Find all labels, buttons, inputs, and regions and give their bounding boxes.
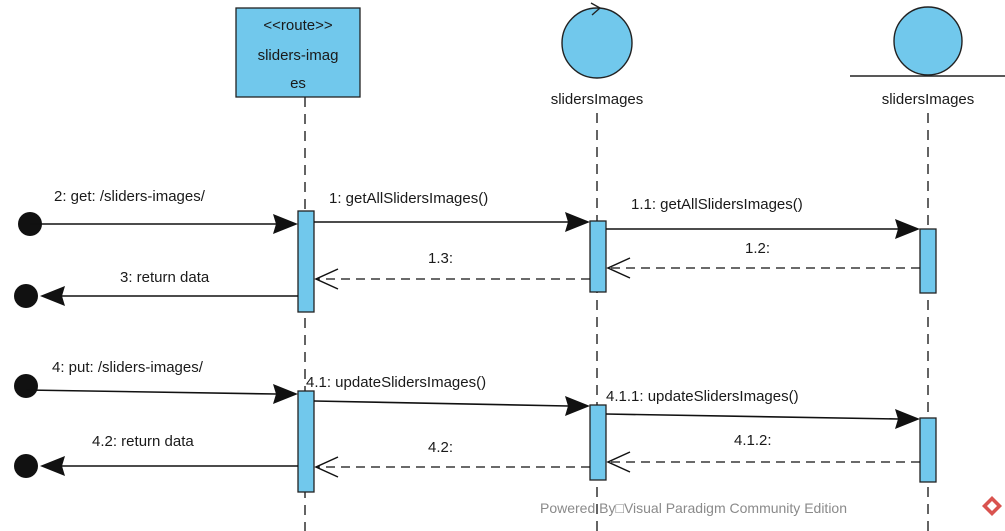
visual-paradigm-logo-icon (982, 496, 1002, 516)
control-name: slidersImages (551, 91, 644, 108)
message-4-put[interactable] (14, 374, 298, 404)
message-3-return[interactable] (14, 284, 298, 308)
activation-entity-2[interactable] (919, 417, 937, 483)
watermark-text: Powered By□Visual Paradigm Community Edi… (540, 500, 847, 516)
message-4-1-1[interactable] (605, 409, 920, 429)
route-name-line2: es (290, 75, 306, 92)
route-class-box[interactable]: <<route>> sliders-imag es (235, 7, 361, 98)
route-name-line1: sliders-imag (258, 47, 339, 64)
message-1-label: 1: getAllSlidersImages() (329, 190, 488, 207)
message-4-1[interactable] (313, 396, 590, 416)
activation-controller-2[interactable] (589, 404, 607, 481)
message-1-1[interactable] (606, 219, 920, 239)
activation-route-2[interactable] (297, 390, 315, 493)
message-3-label: 3: return data (120, 269, 210, 286)
message-4-2-return-data[interactable] (14, 454, 298, 478)
control-icon[interactable] (561, 2, 633, 79)
message-4-2-label: 4.2: (428, 439, 453, 456)
message-4-2-return-data-label: 4.2: return data (92, 433, 194, 450)
activation-entity-1[interactable] (919, 228, 937, 294)
message-4-1-label: 4.1: updateSlidersImages() (306, 374, 486, 391)
entity-icon[interactable] (850, 6, 1005, 77)
message-4-1-2-label: 4.1.2: (734, 432, 772, 449)
message-1-1-label: 1.1: getAllSlidersImages() (631, 196, 803, 213)
message-4-1-1-label: 4.1.1: updateSlidersImages() (606, 388, 799, 405)
route-stereotype: <<route>> (263, 17, 332, 34)
message-1-3-return[interactable] (314, 268, 590, 290)
message-2-get[interactable] (18, 212, 298, 236)
message-4-1-2-return[interactable] (606, 451, 920, 473)
message-1-3-label: 1.3: (428, 250, 453, 267)
activation-controller-1[interactable] (589, 220, 607, 293)
message-4-2-return[interactable] (314, 456, 590, 478)
message-2-label: 2: get: /sliders-images/ (54, 188, 206, 205)
entity-name: slidersImages (882, 91, 975, 108)
message-1-2-label: 1.2: (745, 240, 770, 257)
message-1-2-return[interactable] (606, 257, 920, 279)
activation-route-1[interactable] (297, 210, 315, 313)
message-4-label: 4: put: /sliders-images/ (52, 359, 204, 376)
message-1[interactable] (314, 212, 590, 232)
